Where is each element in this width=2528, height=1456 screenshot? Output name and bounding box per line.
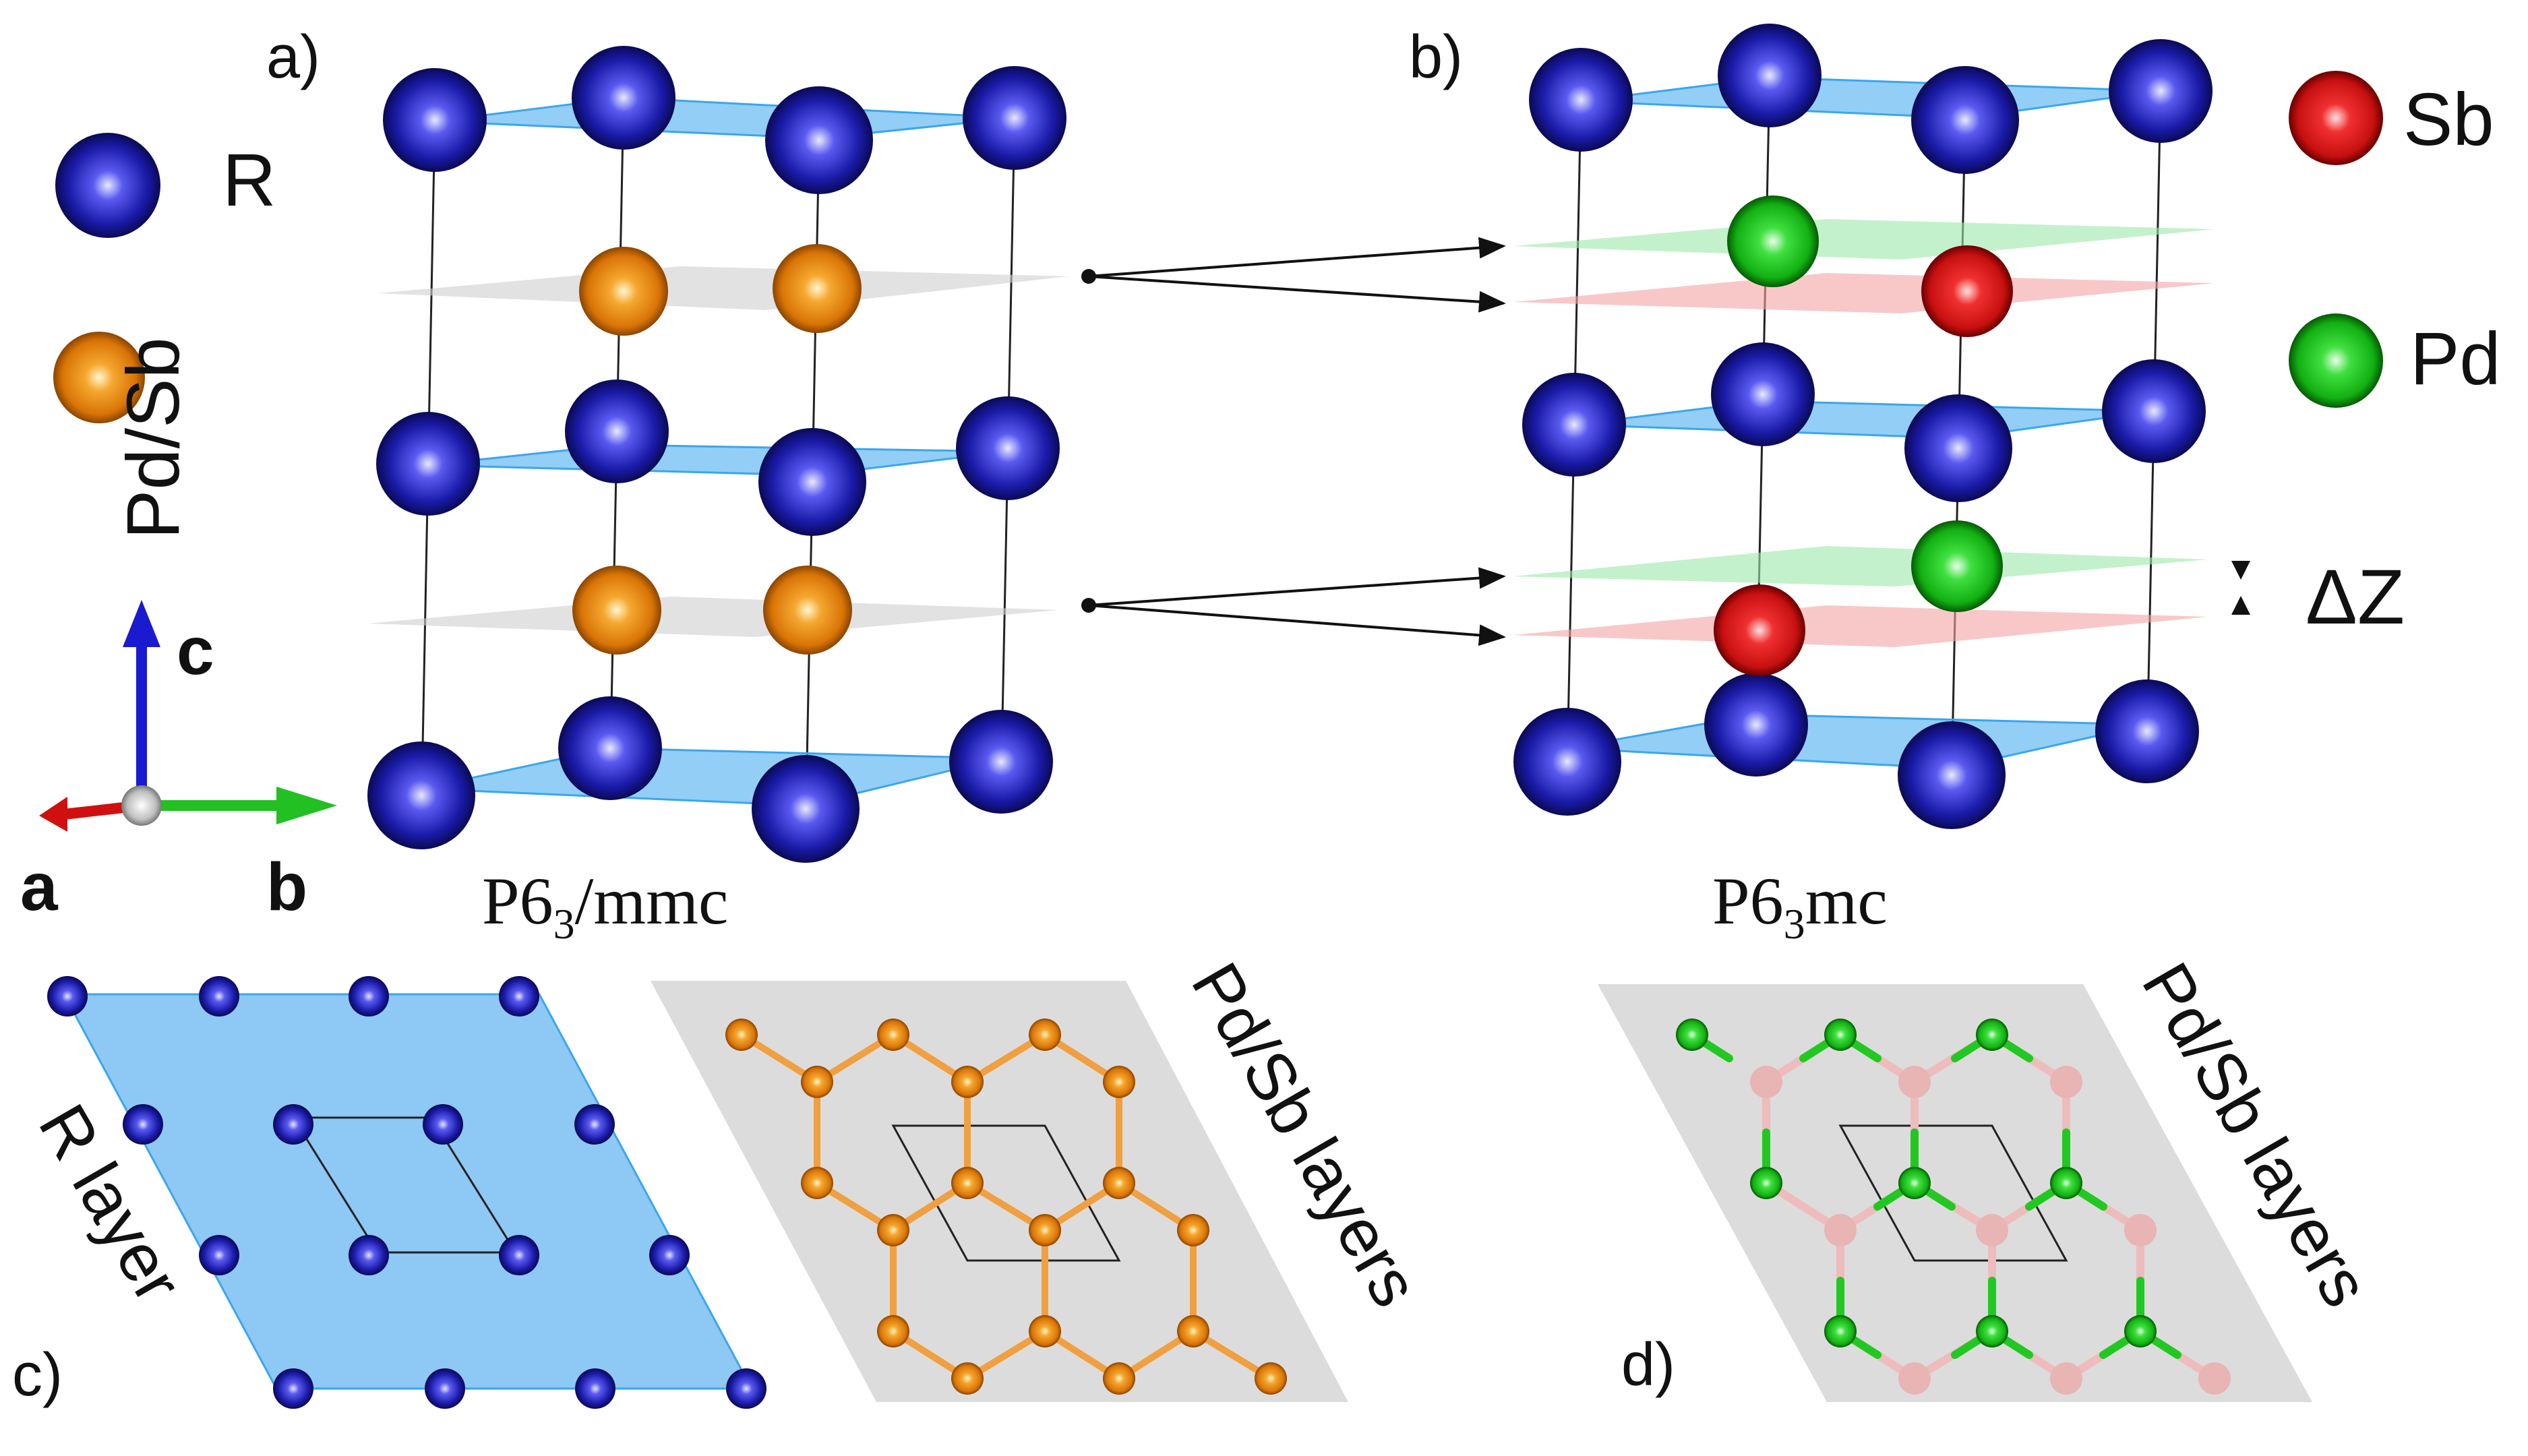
r-plane-middle (427, 444, 1009, 477)
axis-a-label: a (20, 849, 59, 925)
axes-origin (121, 785, 162, 826)
legend (53, 71, 2383, 423)
r-plane-middle-right (1573, 400, 2155, 439)
red-plane-upper (1513, 273, 2215, 313)
r-atom (558, 696, 662, 800)
r-layer-atoms (47, 976, 766, 1409)
r-atom (1529, 48, 1633, 152)
legend-pd-atom (2289, 313, 2383, 408)
r-atom (2109, 39, 2213, 143)
r-atom (956, 396, 1060, 500)
panel-label-b: b) (1409, 24, 1463, 91)
r-layer-panel (47, 976, 766, 1409)
legend-r-atom (55, 133, 160, 238)
legend-pdsb-label: Pd/Sb (112, 337, 195, 539)
sb-atom (1921, 245, 2013, 337)
r-atom (949, 710, 1053, 814)
panel-label-d: d) (1621, 1331, 1675, 1399)
legend-sb-label: Sb (2403, 78, 2494, 161)
r-atom (1718, 24, 1822, 127)
r-atom (1898, 721, 2006, 829)
pdsb-atom (579, 247, 668, 336)
pdsb-atom (763, 566, 852, 655)
r-plane-top (434, 96, 1015, 140)
r-atom (2102, 359, 2206, 463)
r-atom (1522, 373, 1626, 477)
r-atoms-right (1513, 24, 2213, 829)
space-group-left: P63/mmc (482, 863, 728, 948)
sb-atoms-faint (1750, 1066, 2231, 1395)
r-atom (1711, 342, 1815, 446)
delta-z-label: ΔZ (2306, 554, 2405, 640)
pdsb-atoms-left (572, 244, 862, 655)
pd-sb-atoms-right (1714, 195, 2013, 676)
r-plane-top-right (1580, 76, 2161, 119)
r-atoms-left (367, 46, 1066, 863)
r-atom (1904, 394, 2012, 502)
axis-b-label: b (266, 849, 307, 925)
r-atom (1513, 708, 1621, 816)
pdsb-honeycomb-atoms (725, 1019, 1287, 1395)
r-atom (758, 428, 866, 536)
delta-z-marker (2231, 561, 2250, 615)
r-layer-plane (62, 993, 754, 1390)
red-plane-lower (1513, 605, 2208, 647)
gray-plane-upper (378, 266, 1069, 310)
r-atom (765, 86, 873, 194)
pd-atoms-green (1676, 1019, 2157, 1347)
green-plane-lower (1513, 546, 2208, 586)
panel-label-c: c) (12, 1341, 63, 1409)
pdsb-honeycomb-panel (651, 981, 1348, 1402)
green-plane-upper (1513, 219, 2215, 260)
pdsb-atom (773, 244, 862, 333)
axes-triad (39, 600, 337, 832)
r-atom (1911, 66, 2019, 174)
panel-label-a: a) (266, 24, 320, 91)
transformation-arrows (1081, 237, 1506, 646)
structure-p63mmc (367, 46, 1069, 863)
legend-r-label: R (222, 139, 276, 222)
pdsb-atom (572, 566, 661, 655)
pd-atom (1911, 520, 2003, 612)
r-atom (2095, 679, 2199, 783)
space-group-right: P63mc (1712, 863, 1888, 948)
pd-sb-green-bond-stubs (1688, 1031, 2181, 1359)
axis-c-label: c (177, 613, 214, 689)
r-atom (383, 68, 487, 172)
pd-sb-layer-cell (1838, 1124, 2068, 1262)
r-atom (376, 412, 480, 516)
r-plane-bottom-right (1567, 713, 2148, 770)
pdsb-layer-cell (891, 1124, 1121, 1262)
pd-sb-buckled-panel (1598, 984, 2312, 1402)
r-atom (1704, 673, 1808, 777)
r-atom (752, 755, 860, 863)
pd-atom (1727, 195, 1819, 287)
r-atom (367, 741, 475, 849)
legend-sb-atom (2289, 71, 2383, 165)
r-plane-bottom (421, 747, 1002, 807)
legend-pd-label: Pd (2410, 317, 2501, 400)
structure-p63mc (1513, 24, 2250, 829)
legend-pdsb-atom (53, 332, 145, 423)
gray-plane-lower (367, 597, 1058, 637)
sb-atom (1714, 584, 1805, 676)
r-atom (963, 66, 1066, 170)
r-atom (572, 46, 675, 150)
r-atom (565, 380, 669, 483)
